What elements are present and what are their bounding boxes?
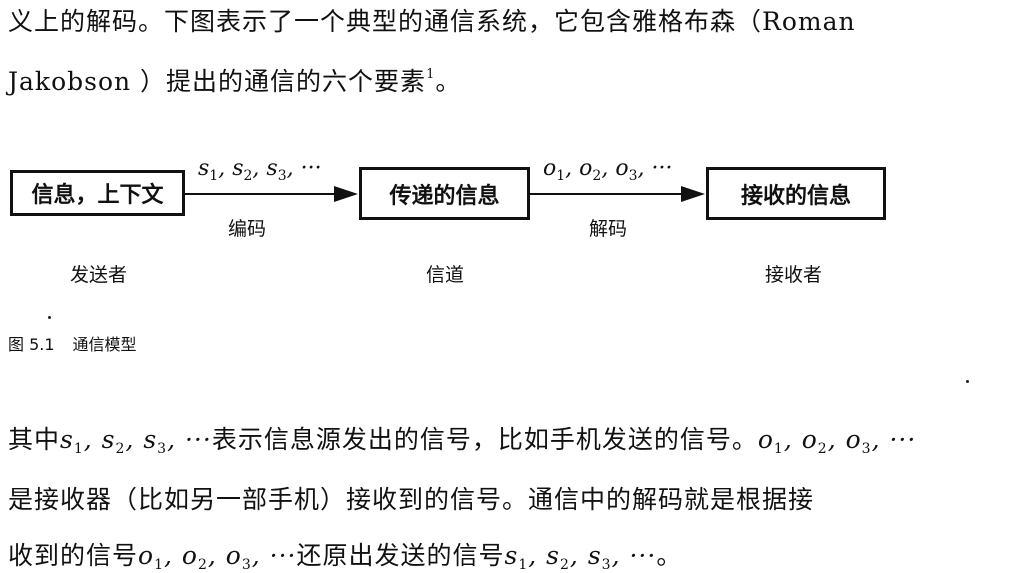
body-line-1-a: 其中 [8, 425, 61, 454]
math-o-sequence: o1, o2, o3, ··· [757, 425, 917, 457]
signal-o-label: o1, o2, o3, ··· [543, 156, 673, 184]
box-channel: 传递的信息 [359, 167, 530, 220]
box-receiver: 接收的信息 [706, 167, 886, 220]
footnote-marker: 1 [426, 67, 436, 82]
body-line-1: 其中s1, s2, s3, ···表示信息源发出的信号，比如手机发送的信号。o1… [8, 420, 916, 457]
arrow-decode-head [681, 186, 705, 202]
figure-caption: 图 5.1 通信模型 [8, 331, 155, 355]
scan-dot [48, 316, 51, 319]
caption-title: 通信模型 [72, 335, 137, 354]
caption-number: 图 5.1 [8, 335, 55, 354]
math-o-sequence: o1, o2, o3, ··· [138, 541, 297, 573]
body-line-1-b: 表示信息源发出的信号，比如手机发送的信号。 [211, 425, 758, 454]
intro-line-2-text: Jakobson ）提出的通信的六个要素 [8, 67, 427, 96]
encode-label: 编码 [228, 218, 267, 240]
math-s-sequence: s1, s2, s3, ··· [504, 541, 657, 573]
body-line-3-b: 还原出发送的信号 [296, 541, 505, 570]
intro-line-1: 义上的解码。下图表示了一个典型的通信系统，它包含雅格布森（Roman [8, 7, 856, 36]
body-line-3-a: 收到的信号 [8, 541, 139, 570]
role-sender: 发送者 [70, 264, 128, 286]
intro-line-2-end: 。 [435, 67, 462, 96]
body-line-2: 是接收器（比如另一部手机）接收到的信号。通信中的解码就是根据接 [8, 485, 815, 514]
math-s-sequence: s1, s2, s3, ··· [60, 425, 212, 457]
role-channel: 信道 [426, 264, 465, 286]
signal-s-label: s1, s2, s3, ··· [198, 156, 322, 184]
body-line-3-c: 。 [656, 541, 683, 570]
scan-dot [966, 380, 969, 383]
box-sender: 信息，上下文 [10, 170, 185, 216]
role-receiver: 接收者 [765, 264, 823, 286]
body-line-3: 收到的信号o1, o2, o3, ···还原出发送的信号s1, s2, s3, … [8, 536, 682, 573]
decode-label: 解码 [589, 218, 628, 240]
intro-line-2: Jakobson ）提出的通信的六个要素1。 [8, 62, 461, 98]
arrow-encode-head [334, 186, 358, 202]
